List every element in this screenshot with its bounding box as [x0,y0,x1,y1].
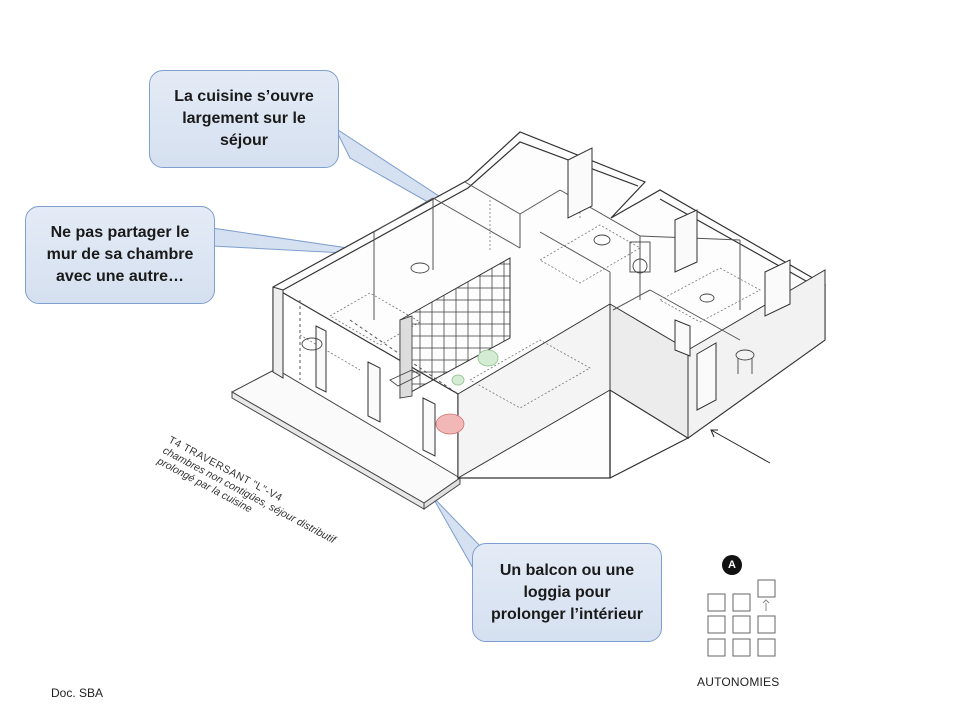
document-credit: Doc. SBA [51,686,104,700]
callout-kitchen-opens-to-living: La cuisine s’ouvre largement sur le séjo… [149,70,339,168]
callout-balcony-loggia: Un balcon ou une loggia pour prolonger l… [472,543,662,642]
balcony-slab [230,368,461,510]
autonomies-label: AUTONOMIES [697,675,780,689]
interior-partitions [299,181,741,395]
autonomies-grid [707,579,776,657]
entrance-arrow [710,429,771,464]
doors [315,147,791,457]
shelving-unit [399,257,511,399]
autonomies-badge: A [722,555,742,575]
callout-bedroom-wall: Ne pas partager le mur de sa chambre ave… [25,206,215,304]
plant-decor [435,349,499,435]
fixtures [301,234,755,387]
front-wall-faces [272,269,826,479]
